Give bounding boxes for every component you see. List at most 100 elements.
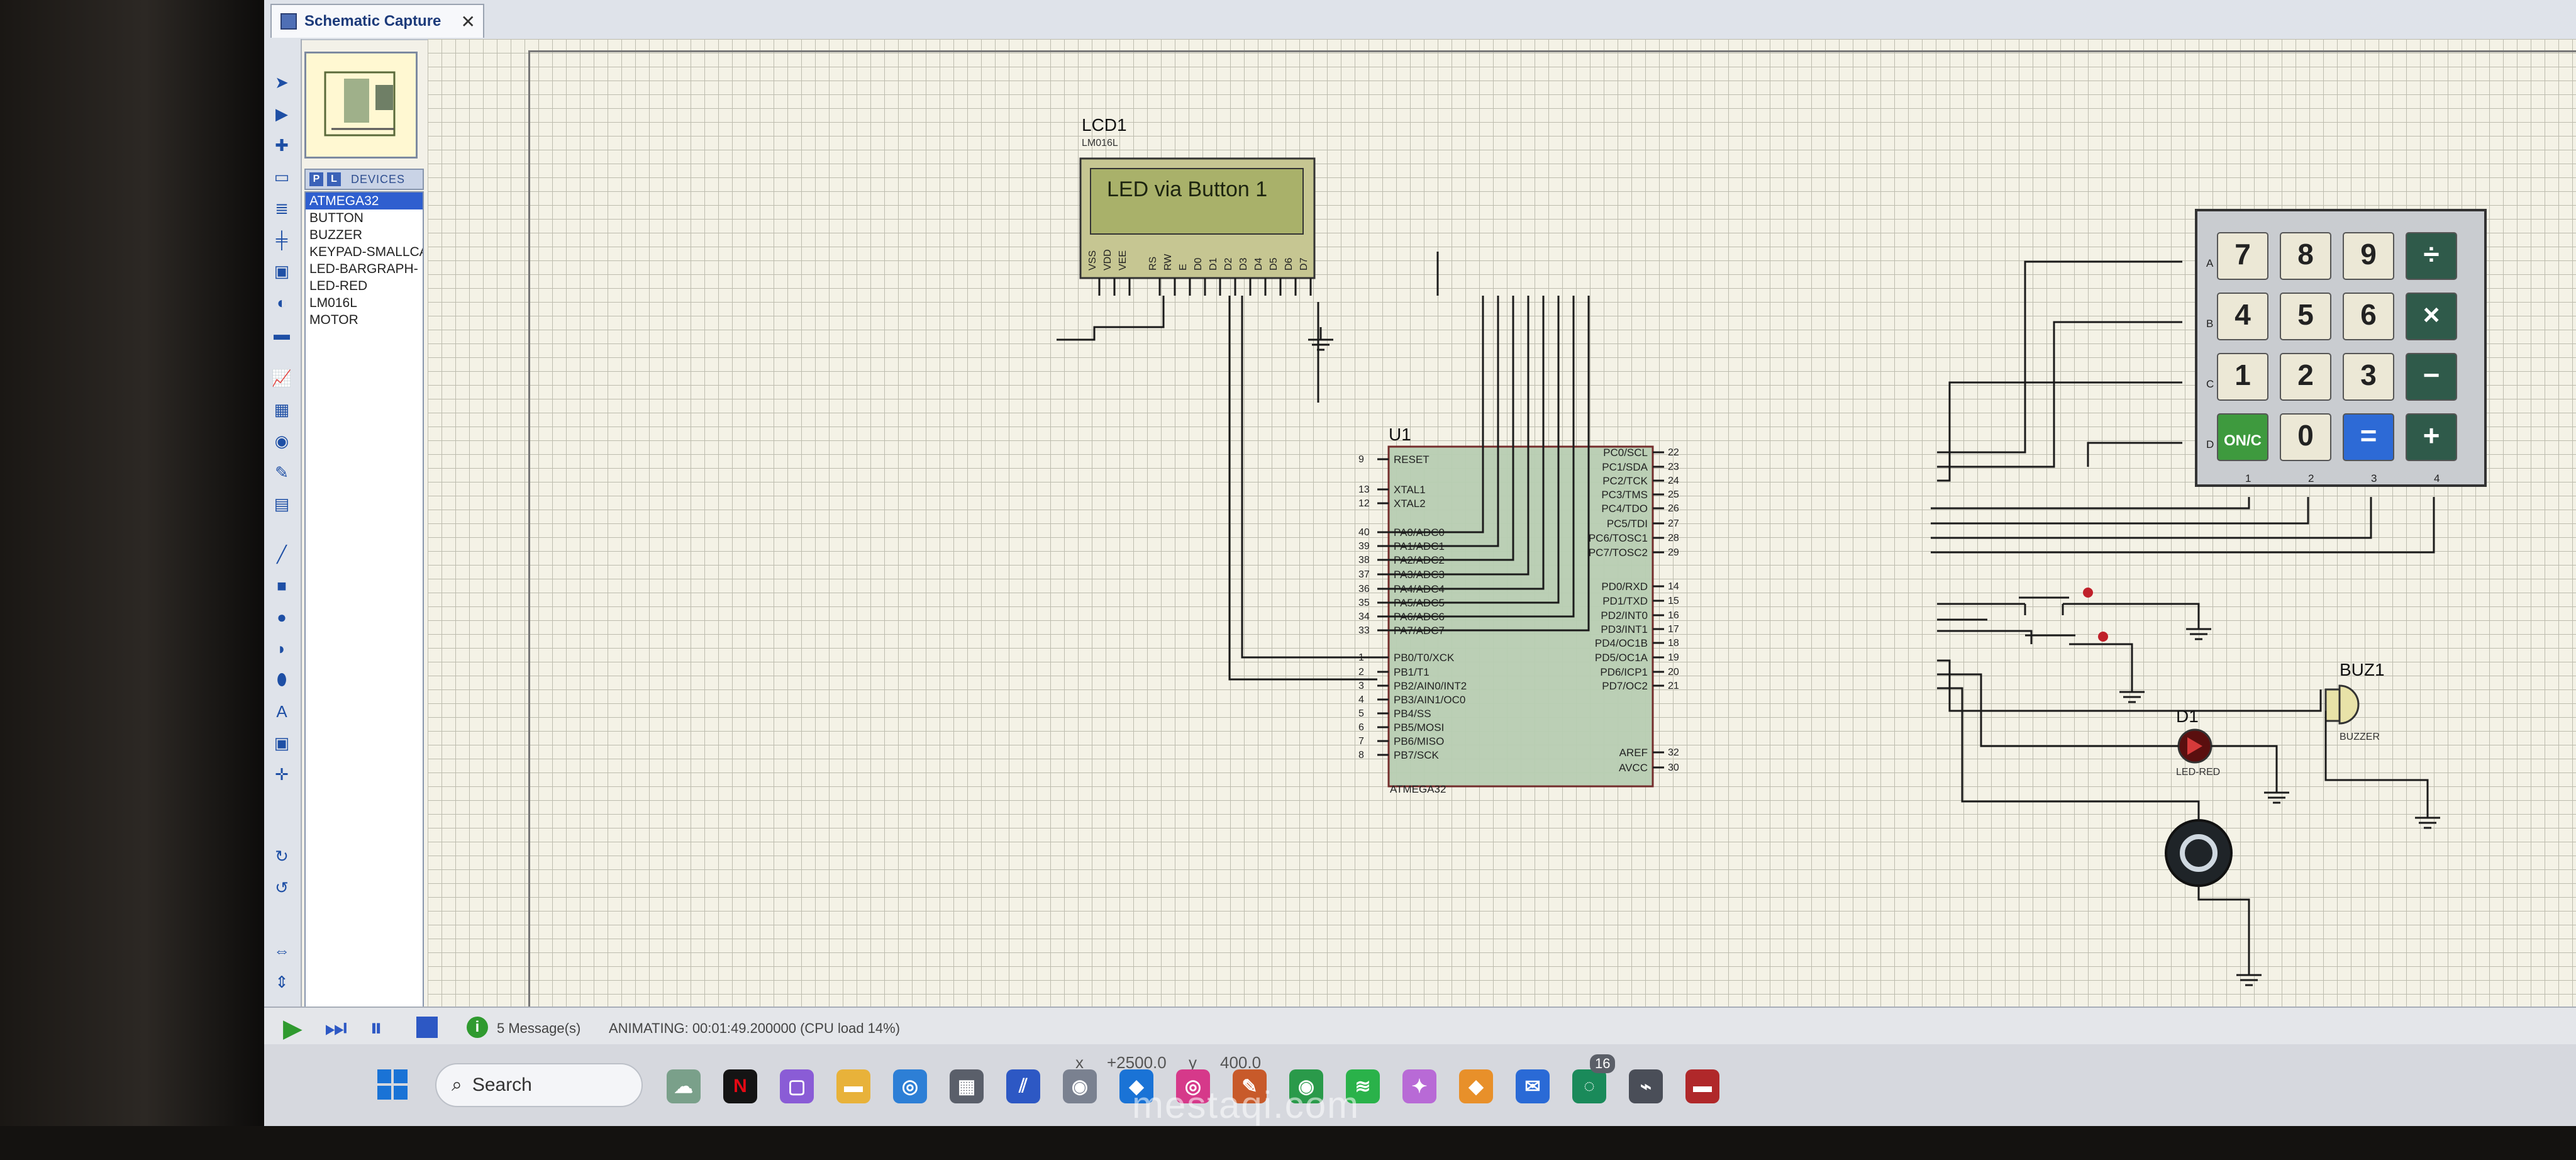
line-icon[interactable]: ╱ bbox=[277, 544, 287, 564]
keypad-key[interactable] bbox=[2217, 413, 2268, 461]
wire-label-icon[interactable]: ▭ bbox=[274, 167, 290, 186]
keypad-key[interactable] bbox=[2406, 232, 2457, 280]
keypad-key[interactable] bbox=[2343, 232, 2394, 280]
keypad-key[interactable] bbox=[2406, 293, 2457, 340]
step-icon[interactable]: ⏭ bbox=[325, 1014, 347, 1042]
proteus-icon[interactable]: ⫽ bbox=[1006, 1069, 1040, 1103]
keypad-row-label: D bbox=[2206, 438, 2214, 450]
keypad-key[interactable] bbox=[2343, 413, 2394, 461]
device-item[interactable]: ATMEGA32 bbox=[306, 192, 423, 209]
push-button-1[interactable] bbox=[1937, 588, 2200, 616]
netflix-icon[interactable]: N bbox=[723, 1069, 757, 1103]
app-red-icon[interactable]: ▬ bbox=[1685, 1069, 1719, 1103]
mcu-pin-name: PC3/TMS bbox=[1601, 489, 1648, 501]
text-script-icon[interactable]: ≣ bbox=[275, 198, 289, 218]
keypad-key[interactable] bbox=[2280, 413, 2331, 461]
widgets-icon[interactable]: ☁ bbox=[667, 1069, 701, 1103]
mail-icon[interactable]: ⌁ bbox=[1629, 1069, 1663, 1103]
text-icon[interactable]: A bbox=[276, 701, 287, 721]
buzzer[interactable]: BUZ1 BUZZER bbox=[1937, 659, 2429, 805]
box-icon[interactable]: ■ bbox=[277, 576, 287, 595]
close-icon[interactable]: ✕ bbox=[460, 11, 475, 31]
outlook-icon[interactable]: ✉ bbox=[1516, 1069, 1550, 1103]
keypad-key[interactable] bbox=[2406, 353, 2457, 401]
device-item[interactable]: LED-RED bbox=[309, 279, 368, 293]
keypad-key[interactable] bbox=[2406, 413, 2457, 461]
device-item[interactable]: LED-BARGRAPH- bbox=[309, 262, 418, 276]
library-button[interactable]: L bbox=[327, 172, 341, 186]
whatsapp-icon[interactable]: ◌ bbox=[1572, 1069, 1606, 1103]
path-icon[interactable]: ⬮ bbox=[276, 670, 287, 689]
device-item[interactable]: KEYPAD-SMALLCA bbox=[309, 245, 423, 259]
app-icon[interactable]: ✦ bbox=[1402, 1069, 1436, 1103]
office-icon[interactable]: ◆ bbox=[1459, 1069, 1493, 1103]
keypad-key[interactable] bbox=[2280, 293, 2331, 340]
select-arrow-icon[interactable]: ➤ bbox=[275, 72, 289, 92]
overview-window[interactable] bbox=[304, 52, 418, 159]
store-icon[interactable]: ▦ bbox=[950, 1069, 984, 1103]
probe-icon[interactable]: ✎ bbox=[275, 462, 289, 482]
taskbar-search[interactable]: ⌕ Search bbox=[435, 1063, 643, 1107]
message-count[interactable]: 5 Message(s) bbox=[497, 1020, 581, 1036]
component-mode-icon[interactable]: ▶ bbox=[275, 104, 288, 123]
motor[interactable] bbox=[1937, 687, 2250, 962]
keypad-key[interactable] bbox=[2217, 353, 2268, 401]
pick-device-button[interactable]: P bbox=[309, 172, 323, 186]
camera-icon[interactable]: ◉ bbox=[1063, 1069, 1097, 1103]
keypad-key[interactable] bbox=[2280, 353, 2331, 401]
stop-icon[interactable] bbox=[416, 1017, 438, 1038]
device-item[interactable]: BUZZER bbox=[309, 228, 362, 242]
flip-vertical-icon[interactable]: ⇕ bbox=[275, 972, 289, 991]
instagram-icon[interactable]: ◎ bbox=[1176, 1069, 1210, 1103]
marker-icon[interactable]: ✛ bbox=[275, 764, 289, 784]
overview-thumbnail bbox=[324, 71, 396, 137]
keypad-key-label: 1 bbox=[2235, 359, 2251, 391]
rotate-ccw-icon[interactable]: ↺ bbox=[275, 878, 289, 897]
device-item[interactable]: LM016L bbox=[309, 296, 357, 310]
tape-icon[interactable]: ▦ bbox=[274, 399, 290, 419]
spotify-icon[interactable]: ≋ bbox=[1346, 1069, 1380, 1103]
circle-icon[interactable]: ● bbox=[277, 607, 287, 627]
mcu-pin-name: PB0/T0/XCK bbox=[1394, 652, 1455, 664]
pin-icon[interactable]: ▬ bbox=[274, 324, 290, 343]
lcd-pin-label: D2 bbox=[1223, 257, 1234, 270]
flip-horizontal-icon[interactable]: ⇔ bbox=[274, 940, 290, 960]
keypad-key[interactable] bbox=[2343, 293, 2394, 340]
play-icon[interactable]: ▶ bbox=[283, 1015, 303, 1042]
keypad-key[interactable] bbox=[2280, 232, 2331, 280]
paint-icon[interactable]: ✎ bbox=[1233, 1069, 1267, 1103]
arc-icon[interactable]: ◗ bbox=[277, 639, 287, 658]
mcu-pin-number: 20 bbox=[1668, 667, 1679, 678]
chrome-icon[interactable]: ◉ bbox=[1289, 1069, 1323, 1103]
windows-start-icon[interactable] bbox=[377, 1069, 408, 1100]
photos-icon[interactable]: ◆ bbox=[1119, 1069, 1153, 1103]
push-button-2[interactable] bbox=[1937, 630, 2133, 679]
symbol-icon[interactable]: ▣ bbox=[274, 733, 290, 752]
generator-icon[interactable]: ◉ bbox=[274, 431, 289, 450]
copilot-icon[interactable]: ◎ bbox=[893, 1069, 927, 1103]
teams-icon[interactable]: ▢ bbox=[780, 1069, 814, 1103]
device-item[interactable]: BUTTON bbox=[309, 211, 364, 225]
led-part: LED-RED bbox=[2176, 767, 2220, 778]
tab-schematic-capture[interactable]: Schematic Capture ✕ bbox=[270, 4, 484, 38]
graph-icon[interactable]: 📈 bbox=[271, 368, 292, 388]
instrument-icon[interactable]: ▤ bbox=[274, 494, 290, 513]
device-item[interactable]: MOTOR bbox=[309, 313, 358, 327]
bus-icon[interactable]: ╪ bbox=[275, 230, 288, 249]
messages-icon[interactable]: i bbox=[467, 1017, 488, 1038]
keypad-key[interactable] bbox=[2217, 293, 2268, 340]
terminal-icon[interactable]: ◐ bbox=[277, 293, 287, 312]
junction-icon[interactable]: ✚ bbox=[275, 135, 289, 155]
keypad-key[interactable] bbox=[2217, 232, 2268, 280]
file-explorer-icon[interactable]: ▬ bbox=[836, 1069, 870, 1103]
rotate-cw-icon[interactable]: ↻ bbox=[275, 846, 289, 866]
keypad-col-label: 2 bbox=[2308, 472, 2314, 484]
pause-icon[interactable]: ⏸ bbox=[370, 1014, 382, 1042]
mcu-pin-name: PD3/INT1 bbox=[1601, 623, 1648, 635]
subcircuit-icon[interactable]: ▣ bbox=[274, 261, 290, 281]
led-red[interactable]: D1 LED-RED bbox=[1937, 673, 2278, 780]
keypad-key[interactable] bbox=[2343, 353, 2394, 401]
